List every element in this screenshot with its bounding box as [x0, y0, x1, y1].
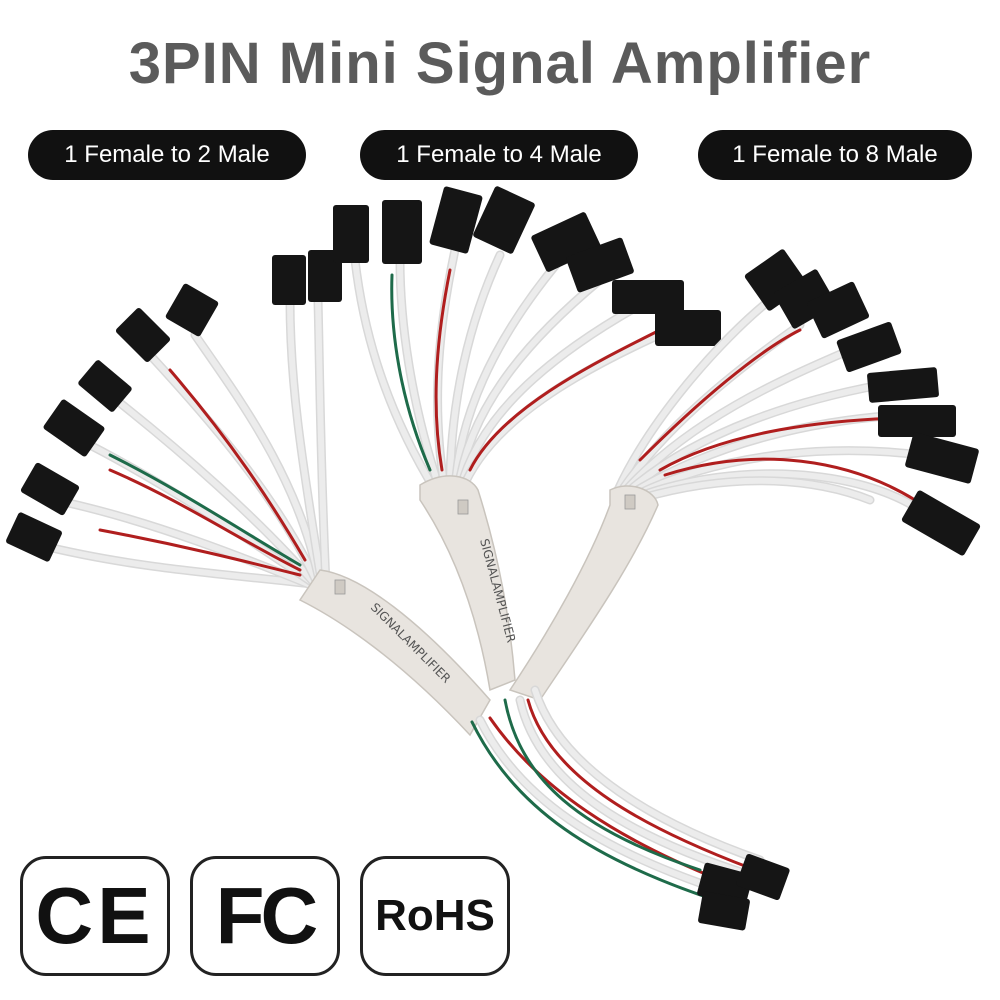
- page-title: 3PIN Mini Signal Amplifier: [128, 31, 872, 96]
- middle-splitter-cables: [350, 245, 675, 495]
- left-connectors: [6, 250, 342, 562]
- right-connectors: [744, 249, 981, 556]
- ce-certification-logo: CE: [20, 856, 170, 976]
- product-photo: SIGNALAMPLIFIER SIGNALAMPL: [6, 186, 981, 931]
- middle-connectors: [333, 186, 721, 346]
- left-splitter-cables: [35, 295, 331, 593]
- left-amplifier-module: SIGNALAMPLIFIER: [298, 569, 491, 737]
- rohs-certification-logo: RoHS: [360, 856, 510, 976]
- right-splitter-cables: [613, 295, 925, 515]
- right-amplifier-module: [508, 485, 659, 701]
- variant-label-8-male: 1 Female to 8 Male: [698, 130, 972, 180]
- variant-label-2-male: 1 Female to 2 Male: [28, 130, 306, 180]
- fcc-certification-logo: FC: [190, 856, 340, 976]
- variant-label-4-male: 1 Female to 4 Male: [360, 130, 638, 180]
- input-connectors: [697, 854, 790, 931]
- input-cables: [470, 685, 765, 902]
